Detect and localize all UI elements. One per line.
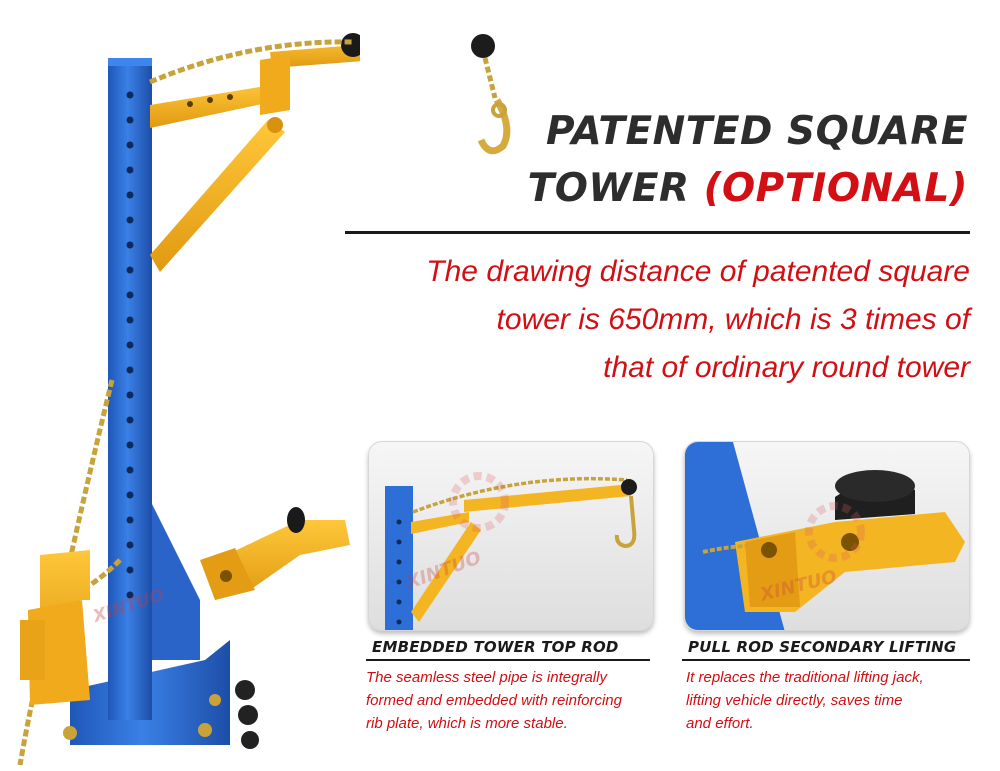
feature-2-line-1: It replaces the traditional lifting jack… — [686, 669, 924, 686]
description-line-2: tower is 650mm, which is 3 times of — [496, 303, 970, 336]
headline-divider — [345, 231, 970, 234]
headline: PATENTED SQUARE TOWER (OPTIONAL) — [508, 103, 968, 217]
description-line-3: that of ordinary round tower — [603, 351, 970, 384]
feature-divider-2 — [682, 659, 970, 661]
feature-text-secondary-lifting: It replaces the traditional lifting jack… — [686, 666, 976, 735]
feature-title-top-rod: EMBEDDED TOWER TOP ROD — [372, 638, 619, 656]
feature-title-secondary-lifting: PULL ROD SECONDARY LIFTING — [688, 638, 957, 656]
feature-1-line-2: formed and embedded with reinforcing — [366, 692, 622, 709]
headline-line-2: TOWER (OPTIONAL) — [508, 160, 968, 217]
tower-holes — [126, 91, 134, 599]
feature-2-line-2: lifting vehicle directly, saves time — [686, 692, 903, 709]
tower-drawing — [17, 33, 360, 766]
feature-2-line-3: and effort. — [686, 715, 754, 732]
description-line-1: The drawing distance of patented square — [426, 255, 970, 288]
feature-card-top-rod: XINTUO — [368, 441, 654, 631]
secondary-lifting-photo: XINTUO — [685, 442, 965, 630]
feature-text-top-rod: The seamless steel pipe is integrally fo… — [366, 666, 658, 735]
headline-line-2-main: TOWER — [527, 166, 690, 211]
feature-card-secondary-lifting: XINTUO — [684, 441, 970, 631]
feature-1-line-1: The seamless steel pipe is integrally — [366, 669, 607, 686]
card-1-watermark: XINTUO — [403, 547, 484, 594]
headline-accent: (OPTIONAL) — [703, 166, 968, 211]
description: The drawing distance of patented square … — [330, 248, 970, 392]
headline-line-1: PATENTED SQUARE — [545, 109, 968, 154]
top-rod-photo: XINTUO — [385, 472, 637, 630]
hook-icon — [471, 34, 511, 155]
feature-1-line-3: rib plate, which is more stable. — [366, 715, 568, 732]
feature-divider-1 — [366, 659, 650, 661]
tower-illustration — [0, 0, 360, 771]
